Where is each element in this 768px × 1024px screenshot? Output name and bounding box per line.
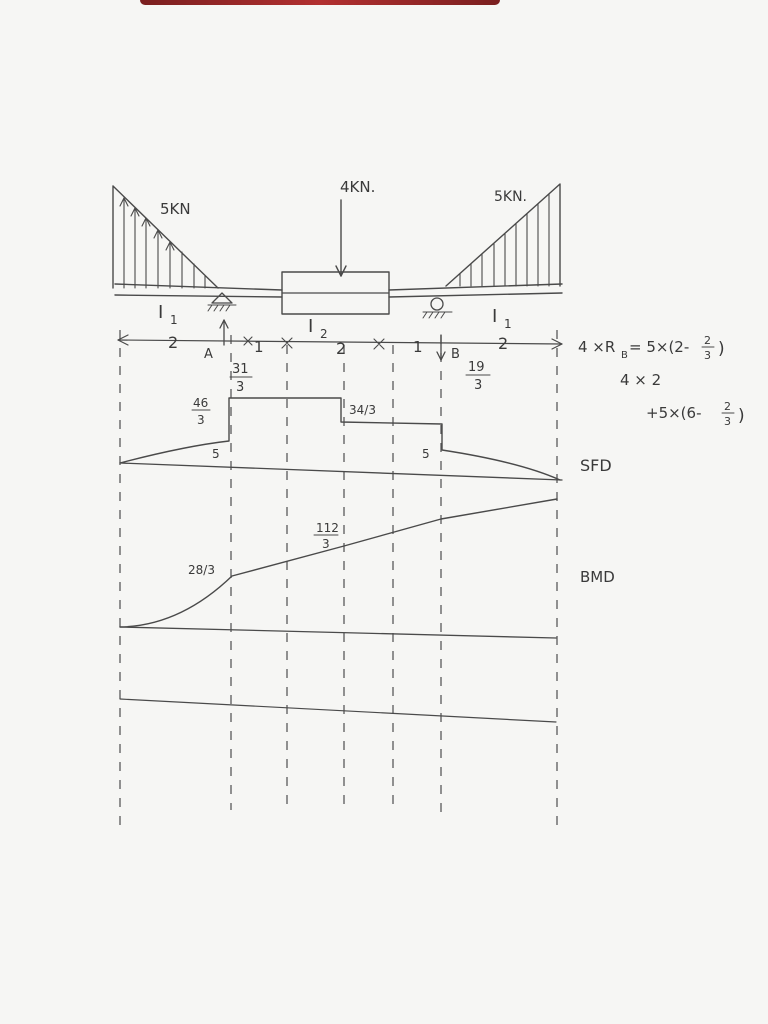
bmd-label: BMD (580, 568, 615, 586)
sfd-left-top-num: 46 (193, 396, 208, 410)
right-load-outline (445, 183, 561, 287)
support-a-triangle (211, 292, 233, 304)
beam-right-segment (388, 283, 563, 298)
left-triangular-load: 5KN (112, 185, 219, 289)
bmd-value-mid-num: 112 (316, 521, 339, 535)
point-load-label: 4KN. (340, 178, 375, 196)
support-b-roller (430, 297, 444, 311)
reaction-a-numerator: 31 (232, 362, 249, 377)
right-triangular-load: 5KN. (445, 183, 561, 287)
working-line1-lhs: 4 ×R (578, 338, 615, 356)
beam-left-segment (114, 283, 283, 298)
sfd-mid-value: 34/3 (349, 403, 376, 417)
working-frac2-num: 2 (724, 400, 731, 413)
working-line1-close: ) (718, 339, 725, 359)
section-labels: I 1 I 2 I 1 (158, 302, 512, 341)
working-line1-sub: B (621, 350, 628, 361)
dimension-4: 1 (413, 338, 423, 356)
sfd-curve (119, 397, 561, 481)
dimension-1: 2 (168, 333, 178, 352)
sfd-baseline (119, 462, 563, 481)
dimension-5: 2 (498, 334, 508, 353)
reaction-b-arrow (436, 351, 446, 361)
right-load-label: 5KN. (494, 189, 527, 205)
right-load-hatch (459, 193, 550, 287)
dimension-line: 2 1 2 1 2 (117, 333, 563, 358)
dimension-arrow-left (117, 334, 129, 346)
working-line1-rhs: = 5×(2- (629, 338, 689, 356)
dimension-3: 2 (336, 339, 346, 358)
reaction-b-denominator: 3 (474, 378, 482, 393)
sfd-left-top-den: 3 (197, 413, 205, 427)
reaction-b-numerator: 19 (468, 360, 485, 375)
sfd-label: SFD (580, 456, 612, 475)
dimension-ticks (243, 336, 385, 350)
section-left-label: I (158, 302, 163, 323)
bmd-curve (119, 498, 558, 628)
left-load-arrows (119, 197, 206, 289)
point-load: 4KN. (335, 178, 375, 277)
reference-lines (119, 330, 558, 830)
working-frac-den: 3 (704, 349, 711, 362)
bmd-baseline (119, 626, 557, 639)
dimension-axis (117, 339, 563, 345)
section-left-sub: 1 (170, 313, 178, 327)
support-b-label: B (451, 347, 460, 362)
section-mid-sub: 2 (320, 327, 328, 341)
left-load-label: 5KN (160, 200, 191, 218)
paper-edge-band (140, 0, 500, 5)
reaction-a: 31 3 (229, 362, 253, 395)
left-load-outline (112, 185, 219, 289)
support-a: A (204, 292, 237, 362)
section-right-sub: 1 (504, 317, 512, 331)
reaction-a-arrow (219, 319, 229, 329)
reaction-a-denominator: 3 (236, 380, 244, 395)
dimension-arrow-right (551, 338, 563, 350)
section-mid-label: I (308, 316, 313, 337)
side-working: 4 ×R B = 5×(2- 2 3 ) 4 × 2 +5×(6- 2 3 ) (578, 334, 745, 428)
support-a-label: A (204, 347, 213, 362)
sfd-left-bottom-value: 5 (212, 447, 220, 461)
bmd-value-mid-den: 3 (322, 537, 330, 551)
shear-force-diagram: 46 3 34/3 5 5 SFD (119, 396, 612, 481)
working-line3-close: ) (738, 406, 745, 426)
working-line2: 4 × 2 (620, 371, 661, 389)
working-frac2-den: 3 (724, 415, 731, 428)
beam (114, 271, 563, 315)
sfd-right-bottom-value: 5 (422, 447, 430, 461)
point-load-arrowhead (335, 265, 347, 277)
section-right-label: I (492, 306, 497, 327)
extra-axis-line (119, 698, 557, 723)
support-b-ground (422, 311, 453, 319)
support-a-ground (207, 304, 237, 312)
working-line3: +5×(6- (646, 404, 702, 422)
bending-moment-diagram: 28/3 112 3 BMD (119, 498, 615, 639)
working-frac-num: 2 (704, 334, 711, 347)
dimension-2: 1 (254, 338, 264, 356)
reaction-b: 19 3 (465, 360, 491, 393)
bmd-value-a: 28/3 (188, 563, 215, 577)
support-b: B (422, 297, 460, 362)
